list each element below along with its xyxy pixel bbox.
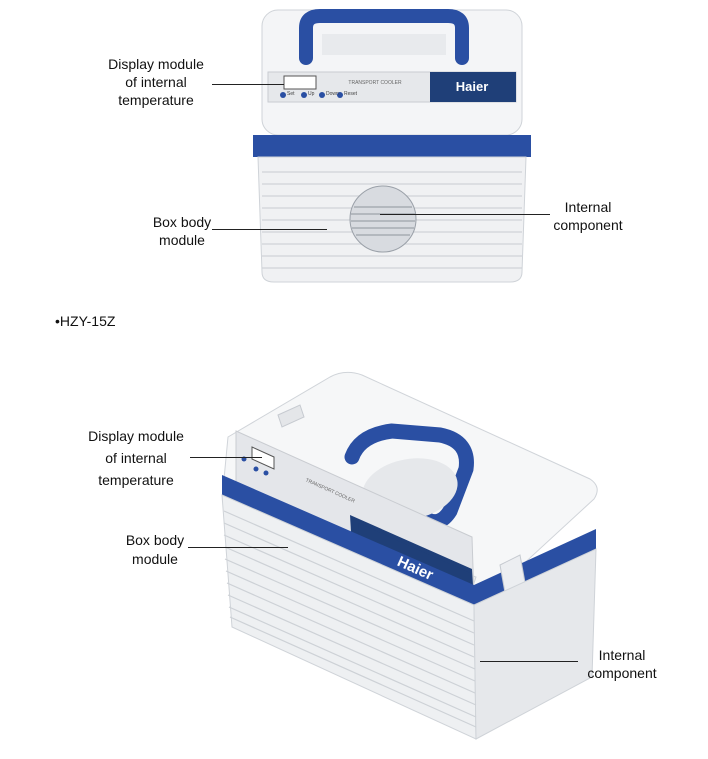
bottom-body-leader xyxy=(188,547,288,548)
model-heading: •HZY-15Z xyxy=(55,313,116,329)
top-panel-text: TRANSPORT COOLER xyxy=(348,80,402,86)
top-button-set: Set xyxy=(287,91,295,97)
bottom-internal-label-2: component xyxy=(587,665,657,681)
bottom-cooler-illustration xyxy=(221,371,598,740)
top-display-label-2: of internal xyxy=(125,74,187,90)
top-button-down: Down xyxy=(326,91,339,97)
bottom-display-label-3: temperature xyxy=(98,472,174,488)
top-button-up: Up xyxy=(308,91,315,97)
bottom-display-label-1: Display module xyxy=(88,428,184,444)
bottom-internal-label-1: Internal xyxy=(598,647,646,663)
bottom-display-label-2: of internal xyxy=(105,450,167,466)
bottom-body-label-1: Box body xyxy=(125,532,185,548)
top-body-leader xyxy=(212,229,327,230)
bottom-display-leader xyxy=(190,457,262,458)
top-display-label-1: Display module xyxy=(108,56,204,72)
top-internal-label-2: component xyxy=(553,217,623,233)
top-cooler-illustration xyxy=(253,9,531,283)
top-body-label-2: module xyxy=(159,232,205,248)
top-display-label-3: temperature xyxy=(118,92,194,108)
bottom-body-label-2: module xyxy=(132,551,178,567)
top-button-reset: Reset xyxy=(344,91,358,97)
top-display-leader xyxy=(212,84,284,85)
top-body-label-1: Box body xyxy=(152,214,212,230)
top-brand-logo: Haier xyxy=(455,79,489,94)
top-internal-label-1: Internal xyxy=(564,199,612,215)
bottom-internal-leader xyxy=(480,661,578,662)
top-internal-leader xyxy=(380,214,550,215)
